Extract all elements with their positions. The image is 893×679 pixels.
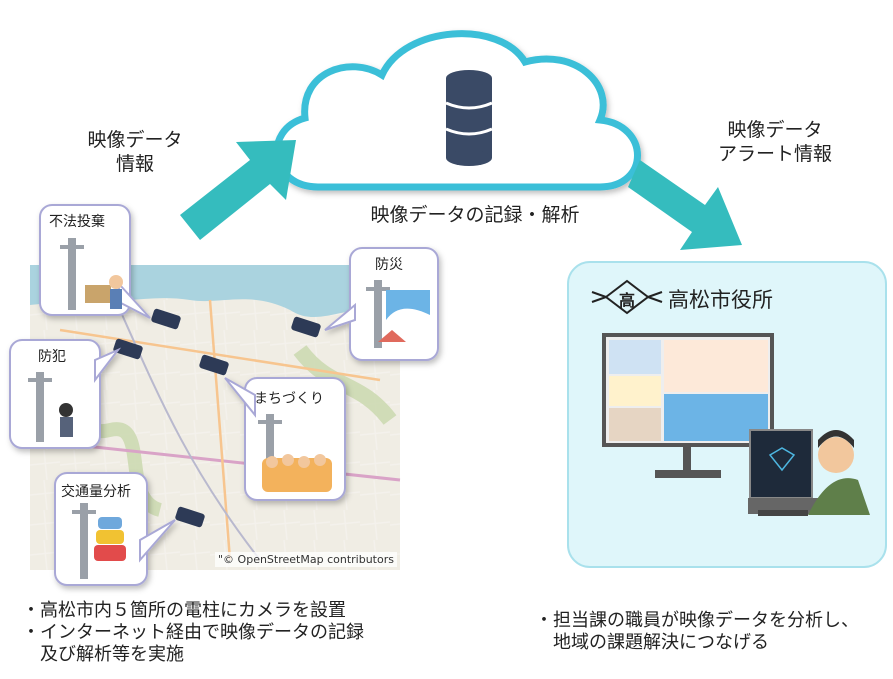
pc-workstation-illustration	[748, 429, 870, 516]
emblem-char: 高	[619, 291, 636, 310]
right-bullet-1: ・担当課の職員が映像データを分析し、	[535, 610, 859, 631]
traffic-illustration	[94, 517, 126, 561]
camera-icon	[151, 308, 181, 330]
upload-arrow-icon	[180, 140, 296, 240]
cloud-label: 映像データの記録・解析	[370, 204, 580, 226]
right-bullet-2: 地域の課題解決につなげる	[535, 632, 769, 653]
left-arrow-label-line1: 映像データ	[87, 129, 183, 151]
illegal-dumping-illustration	[85, 275, 123, 309]
left-arrow-label: 映像データ 情報	[60, 128, 210, 176]
left-arrow-label-line2: 情報	[115, 153, 154, 175]
left-bullet-list: ・高松市内５箇所の電柱にカメラを設置 ・インターネット経由で映像データの記録 及…	[22, 600, 364, 666]
right-arrow-label: 映像データ アラート情報	[700, 118, 850, 166]
camera-icon	[113, 338, 143, 360]
crime-illustration	[59, 403, 73, 437]
takamatsu-emblem-icon	[591, 279, 663, 315]
camera-icon	[175, 506, 205, 528]
callout-disaster-label: 防災	[375, 257, 403, 273]
utility-pole-icons	[28, 238, 390, 579]
left-bullet-2: ・インターネット経由で映像データの記録	[22, 622, 364, 643]
right-arrow-label-line1: 映像データ	[727, 119, 823, 141]
alert-arrow-icon	[628, 160, 742, 250]
disaster-illustration	[378, 290, 430, 342]
right-bullet-list: ・担当課の職員が映像データを分析し、 地域の課題解決につなげる	[535, 610, 859, 654]
camera-icons	[113, 308, 321, 528]
city-hall-label: 高松市役所	[668, 288, 773, 312]
left-bullet-3: 及び解析等を実施	[22, 644, 184, 665]
database-icon	[445, 70, 493, 166]
camera-icon	[199, 354, 229, 376]
callout-crime	[9, 339, 122, 449]
callout-traffic-label: 交通量分析	[61, 484, 131, 500]
map-attribution[interactable]: "© OpenStreetMap contributors	[215, 552, 397, 567]
left-bullet-1: ・高松市内５箇所の電柱にカメラを設置	[22, 600, 346, 621]
callout-town-label: まちづくり	[254, 391, 324, 407]
community-illustration	[262, 454, 332, 492]
right-arrow-label-line2: アラート情報	[717, 143, 832, 165]
camera-icon	[291, 316, 321, 338]
callout-crime-label: 防犯	[38, 349, 66, 365]
callout-dumping-label: 不法投棄	[49, 214, 105, 230]
